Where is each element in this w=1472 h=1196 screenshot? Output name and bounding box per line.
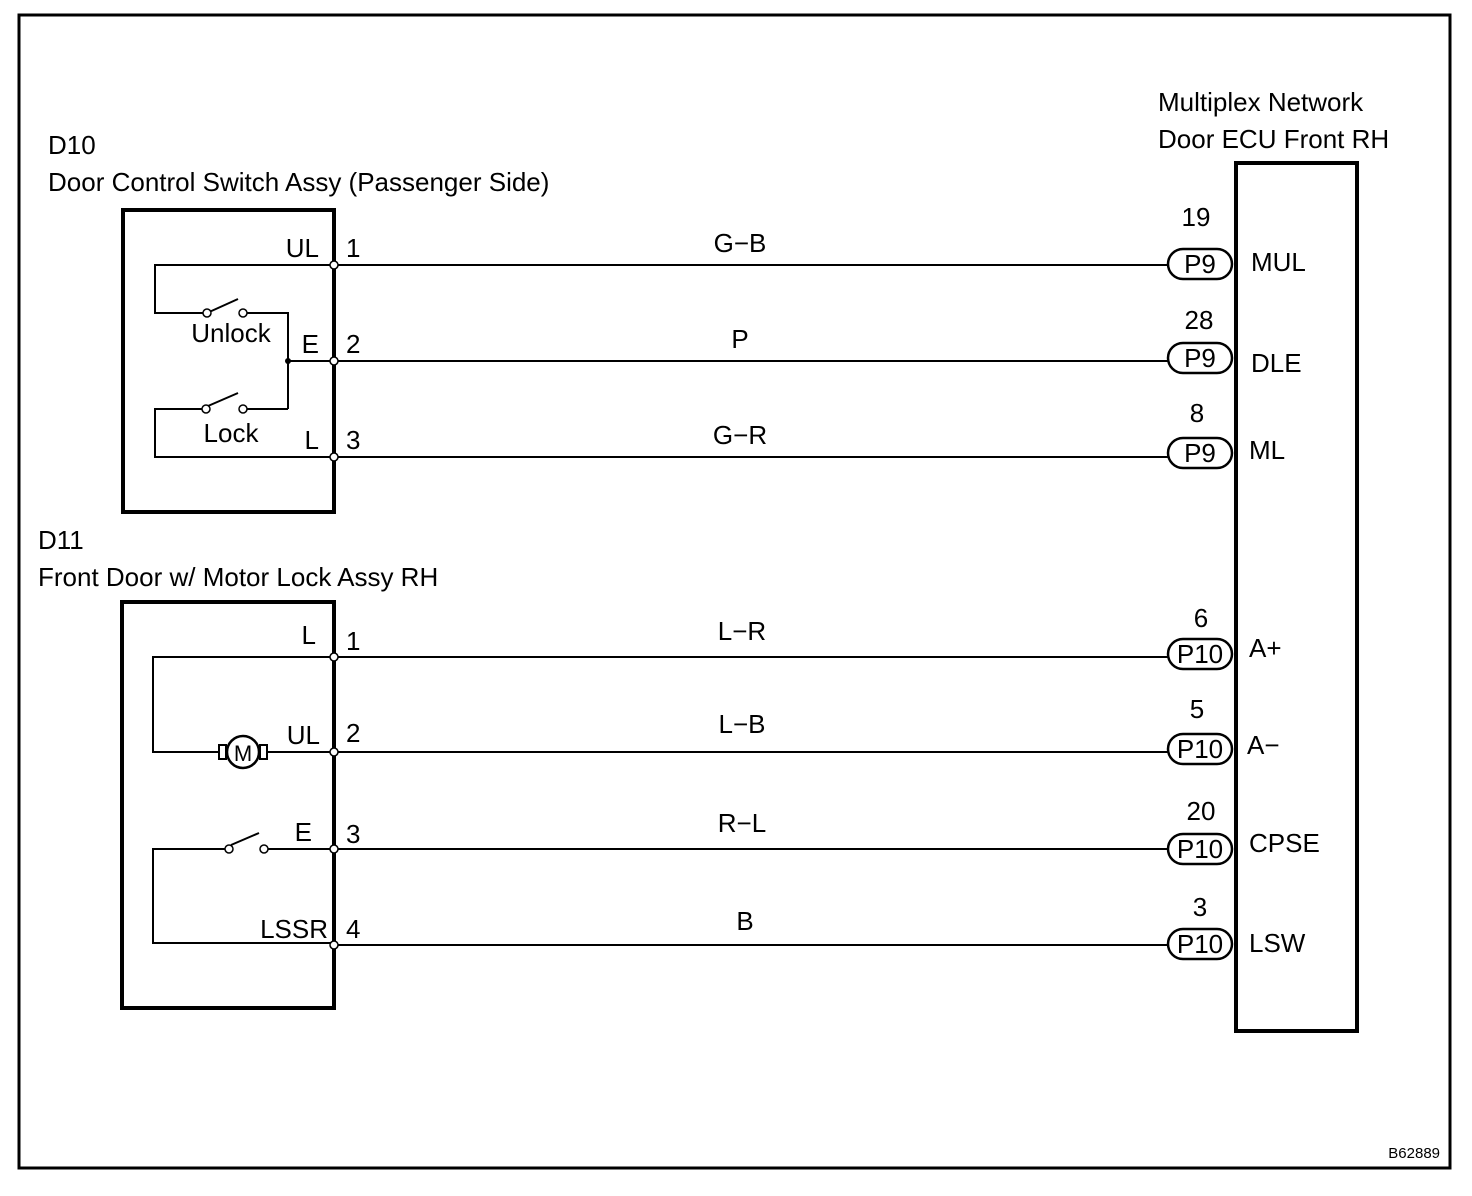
d11-pin4-number: 4 bbox=[346, 914, 360, 944]
terminal-dot bbox=[329, 940, 339, 950]
d10-component: D10 Door Control Switch Assy (Passenger … bbox=[48, 130, 549, 514]
junction-dot bbox=[285, 358, 291, 364]
connector-code: P9 bbox=[1184, 438, 1216, 468]
d10-unlock-circuit bbox=[154, 264, 334, 314]
connector-code: P9 bbox=[1184, 343, 1216, 373]
lock-switch-blade bbox=[207, 392, 239, 407]
d10-pin1-number: 1 bbox=[346, 233, 360, 263]
ecu-terminals: P9 19 MUL P9 28 DLE P9 8 ML P10 6 A+ P10… bbox=[1166, 202, 1320, 961]
lock-switch-contact bbox=[238, 404, 248, 414]
wire-runs: G−B P G−R L−R L−B R−L B bbox=[329, 228, 1168, 950]
terminal-dot bbox=[329, 356, 339, 366]
ecu-box bbox=[1234, 161, 1359, 1033]
ecu-pin-number: 5 bbox=[1190, 694, 1204, 724]
lock-switch-label: Lock bbox=[204, 418, 260, 448]
unlock-switch-label: Unlock bbox=[191, 318, 271, 348]
d10-code: D10 bbox=[48, 130, 96, 160]
ecu-terminal-name: A− bbox=[1247, 730, 1280, 760]
connector-code: P10 bbox=[1177, 834, 1223, 864]
outer-frame bbox=[17, 13, 1452, 1170]
terminal-dot bbox=[329, 747, 339, 757]
connector-pill bbox=[1166, 732, 1234, 766]
d11-box bbox=[120, 600, 336, 1010]
ecu-pin-number: 8 bbox=[1190, 398, 1204, 428]
connector-code: P9 bbox=[1184, 249, 1216, 279]
d10-pin1-label: UL bbox=[286, 233, 319, 263]
connector-pill bbox=[1166, 247, 1234, 281]
connector-pill bbox=[1166, 927, 1234, 961]
d11-name: Front Door w/ Motor Lock Assy RH bbox=[38, 562, 438, 592]
figure-id: B62889 bbox=[1388, 1145, 1440, 1162]
d10-name: Door Control Switch Assy (Passenger Side… bbox=[48, 167, 549, 197]
connector-code: P10 bbox=[1177, 639, 1223, 669]
wire-color-label: G−R bbox=[713, 420, 767, 450]
d10-pin3-label: L bbox=[305, 425, 319, 455]
ecu-pin-number: 20 bbox=[1187, 796, 1216, 826]
unlock-switch-contact bbox=[202, 308, 212, 318]
connector-pill bbox=[1166, 436, 1234, 470]
position-switch-blade bbox=[230, 832, 260, 846]
ecu-pin-number: 19 bbox=[1182, 202, 1211, 232]
wire-color-label: B bbox=[736, 906, 753, 936]
connector-pill bbox=[1166, 637, 1234, 671]
d11-pin3-label: E bbox=[295, 817, 312, 847]
connector-pill bbox=[1166, 341, 1234, 375]
ecu-component: Multiplex Network Door ECU Front RH bbox=[1158, 87, 1389, 1033]
motor-brush bbox=[259, 744, 268, 760]
ecu-terminal-name: ML bbox=[1249, 435, 1285, 465]
unlock-switch-contact bbox=[238, 308, 248, 318]
ecu-pin-number: 28 bbox=[1185, 305, 1214, 335]
wire-color-label: P bbox=[731, 324, 748, 354]
ecu-terminal-name: MUL bbox=[1251, 247, 1306, 277]
d10-pin3-number: 3 bbox=[346, 425, 360, 455]
motor-symbol: M bbox=[234, 741, 252, 766]
d11-pin1-label: L bbox=[302, 620, 316, 650]
d11-lssr-circuit bbox=[152, 848, 334, 944]
d11-pin2-number: 2 bbox=[346, 718, 360, 748]
ecu-pin-number: 6 bbox=[1194, 603, 1208, 633]
d11-pin2-label: UL bbox=[287, 720, 320, 750]
d10-pin2-number: 2 bbox=[346, 329, 360, 359]
terminal-dot bbox=[329, 452, 339, 462]
terminal-dot bbox=[329, 260, 339, 270]
ecu-terminal-name: A+ bbox=[1249, 633, 1282, 663]
terminal-dot bbox=[329, 844, 339, 854]
unlock-switch-blade bbox=[206, 298, 239, 314]
terminal-dot bbox=[329, 652, 339, 662]
motor-icon bbox=[225, 734, 261, 770]
wire-color-label: G−B bbox=[714, 228, 767, 258]
wire-color-label: L−R bbox=[718, 616, 766, 646]
ecu-title-line1: Multiplex Network bbox=[1158, 87, 1364, 117]
ecu-terminal-name: DLE bbox=[1251, 348, 1302, 378]
wire-color-label: L−B bbox=[719, 709, 766, 739]
d11-motor-circuit bbox=[152, 656, 334, 753]
position-switch-contact bbox=[224, 844, 234, 854]
d11-pin4-label: LSSR bbox=[260, 914, 328, 944]
wire-color-label: R−L bbox=[718, 808, 766, 838]
d11-pin3-number: 3 bbox=[346, 819, 360, 849]
d11-code: D11 bbox=[38, 525, 84, 555]
lock-switch-contact bbox=[201, 404, 211, 414]
motor-brush bbox=[218, 744, 227, 760]
connector-code: P10 bbox=[1177, 734, 1223, 764]
d11-pin1-number: 1 bbox=[346, 626, 360, 656]
connector-pill bbox=[1166, 832, 1234, 866]
ecu-terminal-name: LSW bbox=[1249, 928, 1306, 958]
d10-lock-circuit bbox=[154, 408, 334, 458]
ecu-pin-number: 3 bbox=[1193, 892, 1207, 922]
ecu-title-line2: Door ECU Front RH bbox=[1158, 124, 1389, 154]
d11-component: D11 Front Door w/ Motor Lock Assy RH L 1… bbox=[38, 525, 438, 1010]
position-switch-contact bbox=[259, 844, 269, 854]
connector-code: P10 bbox=[1177, 929, 1223, 959]
d10-common-wire bbox=[247, 312, 289, 409]
ecu-terminal-name: CPSE bbox=[1249, 828, 1320, 858]
d10-pin2-label: E bbox=[302, 329, 319, 359]
